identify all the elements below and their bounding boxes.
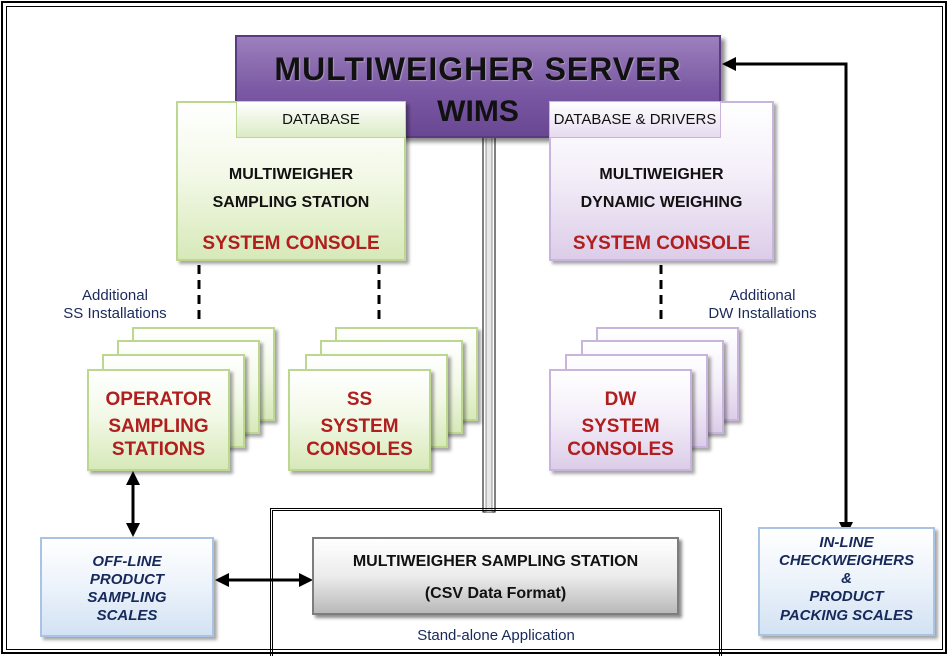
dynamic-console-line3: SYSTEM CONSOLE <box>572 233 751 254</box>
dw-line2: SYSTEM <box>581 416 660 437</box>
inline-line3: & <box>841 570 852 587</box>
server-title: MULTIWEIGHER SERVER <box>274 51 682 87</box>
dw-line1: DW <box>604 389 637 410</box>
database-drivers-tab: DATABASE & DRIVERS <box>549 101 721 138</box>
offline-line2: PRODUCT <box>89 571 165 588</box>
server-subtitle: WIMS <box>437 95 519 128</box>
ss-system-consoles-box: SS SYSTEM CONSOLES <box>288 369 431 471</box>
standalone-sampling-station-box: MULTIWEIGHER SAMPLING STATION (CSV Data … <box>312 537 679 615</box>
additional-dw-line2: DW Installations <box>708 305 817 322</box>
inline-line2: CHECKWEIGHERS <box>778 552 914 569</box>
arrow-down-offline <box>126 523 140 537</box>
database-tab: DATABASE <box>236 101 406 138</box>
standalone-application-frame <box>270 508 722 656</box>
inline-checkweighers-box: IN-LINE CHECKWEIGHERS & PRODUCT PACKING … <box>758 527 935 636</box>
offline-line4: SCALES <box>96 607 158 624</box>
offline-line3: SAMPLING <box>87 589 167 606</box>
dw-system-consoles-box: DW SYSTEM CONSOLES <box>549 369 692 471</box>
operator-sampling-stations-box: OPERATOR SAMPLING STATIONS <box>87 369 230 471</box>
additional-dw-line1: Additional <box>729 287 796 304</box>
ss-line2: SYSTEM <box>320 416 399 437</box>
additional-ss-note: Additional SS Installations <box>40 287 190 323</box>
sampling-console-line2: SAMPLING STATION <box>212 194 370 211</box>
arrow-left-offline <box>215 573 229 587</box>
inner-frame <box>6 6 943 650</box>
operator-line2: SAMPLING <box>108 416 209 437</box>
additional-dw-note: Additional DW Installations <box>690 287 835 323</box>
server-down-connector-inner <box>485 135 493 513</box>
offline-line1: OFF-LINE <box>92 553 162 570</box>
operator-line3: STATIONS <box>111 439 206 460</box>
inline-line4: PRODUCT <box>809 588 884 605</box>
dynamic-console-line1: MULTIWEIGHER <box>599 166 724 183</box>
operator-line1: OPERATOR <box>105 389 212 410</box>
sampling-console-line3: SYSTEM CONSOLE <box>202 233 380 254</box>
additional-ss-line1: Additional <box>82 287 148 304</box>
inline-to-server-line <box>733 62 848 525</box>
standalone-title: MULTIWEIGHER SAMPLING STATION <box>352 553 639 570</box>
dw-line3: CONSOLES <box>567 439 674 460</box>
additional-ss-line2: SS Installations <box>63 305 167 322</box>
standalone-format: (CSV Data Format) <box>424 585 567 602</box>
inline-line1: IN-LINE <box>819 534 874 551</box>
dynamic-console-line2: DYNAMIC WEIGHING <box>580 194 743 211</box>
standalone-application-label: Stand-alone Application <box>417 627 575 644</box>
offline-sampling-scales-box: OFF-LINE PRODUCT SAMPLING SCALES <box>40 537 214 637</box>
arrow-into-server <box>722 57 736 71</box>
sampling-console-line1: MULTIWEIGHER <box>228 166 354 183</box>
ss-line1: SS <box>346 389 373 410</box>
arrow-up-operator <box>126 471 140 485</box>
inline-line5: PACKING SCALES <box>779 607 914 624</box>
ss-line3: CONSOLES <box>306 439 413 460</box>
arrow-right-standalone <box>299 573 313 587</box>
